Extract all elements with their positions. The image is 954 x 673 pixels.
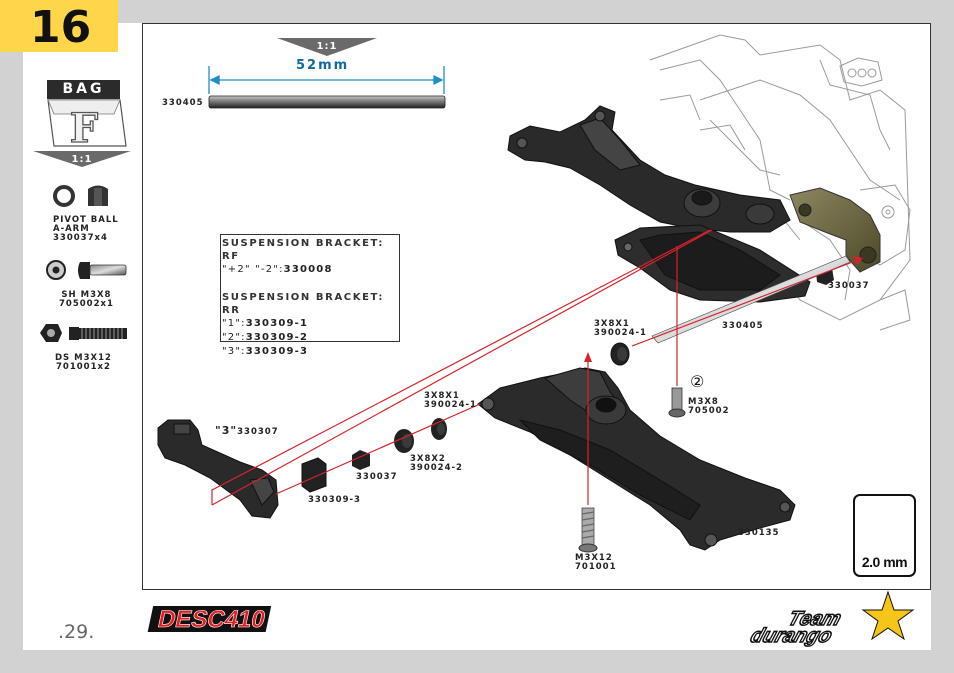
guide-lines (211, 229, 859, 506)
bracket-rr-insert (301, 457, 327, 493)
screw-m3x8 (668, 387, 686, 418)
pivot-ball-icon (53, 185, 108, 207)
tool-box: 2.0 mm (853, 494, 916, 577)
label-screw-m3x8: M3X8 705002 (688, 397, 730, 416)
lower-arm (477, 367, 796, 551)
bag-scale-marker (33, 151, 131, 167)
tool-size: 2.0 mm (861, 554, 908, 570)
page-number: .29. (58, 621, 95, 643)
svg-text:durango: durango (748, 624, 835, 646)
spec-rf-row: "+2" "-2":330008 (222, 264, 333, 275)
label-bracket-rr: "3"330307 (215, 424, 279, 437)
rod-scale: 1:1 (317, 41, 338, 52)
step-badge: 16 (0, 0, 118, 53)
guide-arrow-right (853, 256, 863, 265)
dimension-arrow (208, 66, 445, 94)
sidebar-part-sh-m3x8: SH M3X8 705002x1 (59, 290, 114, 309)
bracket-spec-box: SUSPENSION BRACKET: RF "+2" "-2":330008 … (220, 234, 400, 357)
guide-arrow-up (584, 352, 592, 362)
gold-hub (789, 187, 881, 273)
rod-scale-marker (277, 38, 377, 56)
svg-text:DESC410: DESC410 (155, 606, 267, 633)
desc410-logo: DESC410 (147, 606, 272, 633)
bag-label: BAG (47, 80, 120, 99)
spec-rf-heading: SUSPENSION BRACKET: RF (222, 238, 384, 262)
label-pivot-ball-upper: 330037 (828, 281, 870, 291)
hinge-pin (651, 255, 851, 344)
bag-scale: 1:1 (72, 154, 93, 165)
screw-m3x12 (578, 507, 598, 553)
spec-rr-row: "1":330309-1 (222, 318, 309, 329)
spec-rr-heading: SUSPENSION BRACKET: RR (222, 292, 384, 316)
label-lower-arm: 330135 (738, 528, 780, 538)
washer-upper (610, 342, 630, 366)
label-shaft: 330405 (722, 321, 764, 331)
spec-rr-row: "3":330309-3 (222, 346, 309, 357)
top-rod (208, 95, 446, 109)
step-number: 16 (30, 2, 92, 53)
spec-rr-row: "2":330309-2 (222, 332, 309, 343)
pivot-ball-lower (352, 450, 370, 470)
sidebar-part-pivot-ball: PIVOT BALL A-ARM 330037x4 (53, 215, 119, 243)
sidebar-part-ds-m3x12: DS M3X12 701001x2 (55, 353, 112, 372)
rod-length: 52mm (296, 58, 350, 73)
rod-code: 330405 (162, 98, 204, 108)
label-bracket-rr-insert: 330309-3 (308, 495, 361, 505)
label-washer-upper: 3X8X1 390024-1 (594, 319, 647, 338)
ds-m3x12-icon (40, 324, 127, 342)
label-screw-m3x12: M3X12 701001 (575, 553, 617, 572)
label-washer-mid: 3X8X2 390024-2 (410, 454, 463, 473)
label-screw-m3x8-num: ② (690, 372, 705, 391)
label-washer-left: 3X8X1 390024-1 (424, 391, 477, 410)
suspension-bracket-rr (157, 419, 279, 519)
svg-text:Team: Team (785, 607, 844, 629)
upper-arm (507, 105, 791, 233)
label-pivot-ball-lower: 330037 (356, 472, 398, 482)
washer-left (431, 418, 447, 440)
team-durango-logo: Team durango (747, 590, 915, 648)
bag-letter: F (70, 105, 98, 152)
bag-icon: F (47, 99, 127, 153)
sh-m3x8-icon (46, 260, 127, 280)
